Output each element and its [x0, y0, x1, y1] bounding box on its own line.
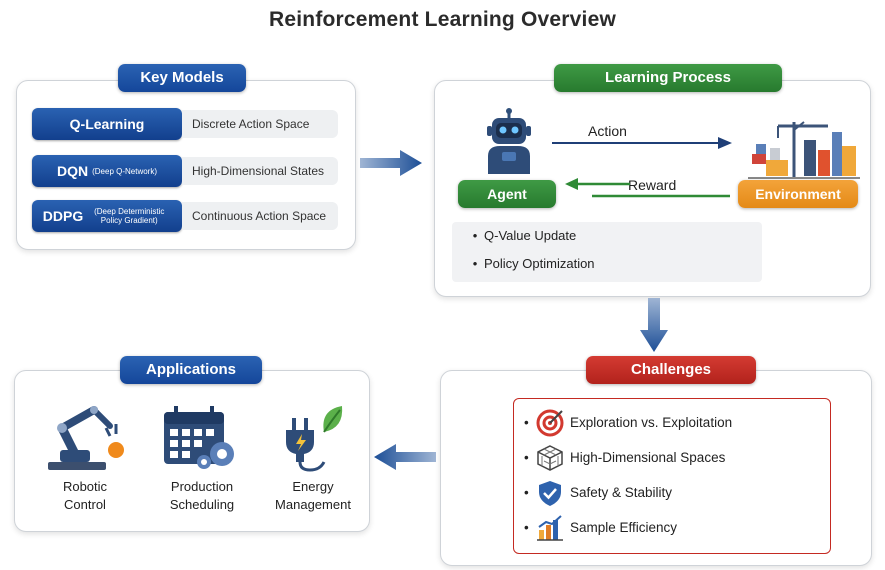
- bullet-policy-optimization: •Policy Optimization: [472, 256, 595, 271]
- robotic-arm-icon: [48, 406, 124, 470]
- model-description: Continuous Action Space: [182, 202, 338, 230]
- model-name: DQN (Deep Q-Network): [32, 155, 182, 187]
- learning-process-header: Learning Process: [554, 64, 782, 92]
- model-description: High-Dimensional States: [182, 157, 338, 185]
- action-label: Action: [588, 123, 627, 139]
- model-row-q-learning: Q-Learning Discrete Action Space: [32, 108, 338, 140]
- model-row-dqn: DQN (Deep Q-Network) High-Dimensional St…: [32, 155, 338, 187]
- challenges-box: [513, 398, 831, 554]
- calendar-gear-icon: [164, 406, 234, 469]
- challenge-item: • High-Dimensional Spaces: [524, 440, 824, 475]
- robot-icon: [487, 108, 531, 174]
- learning-bullets: •Q-Value Update •Policy Optimization: [452, 222, 762, 282]
- action-arrow-icon: [552, 137, 732, 149]
- bar-chart-icon: [537, 514, 563, 541]
- environment-icon: [748, 121, 860, 179]
- model-detail: (Deep Q-Network): [92, 166, 158, 176]
- model-row-ddpg: DDPG (Deep Deterministic Policy Gradient…: [32, 200, 338, 232]
- model-detail: (Deep Deterministic Policy Gradient): [94, 207, 165, 225]
- key-models-header: Key Models: [118, 64, 246, 92]
- model-name: DDPG (Deep Deterministic Policy Gradient…: [32, 200, 182, 232]
- challenge-item: • Exploration vs. Exploitation: [524, 405, 824, 440]
- reward-line: [592, 194, 730, 198]
- bullet-q-value-update: •Q-Value Update: [472, 228, 577, 243]
- application-energy-management: Energy Management: [275, 479, 351, 512]
- arrow-left-icon: [374, 444, 436, 470]
- reward-label: Reward: [628, 177, 677, 193]
- arrow-right-icon: [360, 150, 422, 176]
- agent-label: Agent: [458, 180, 556, 208]
- energy-plug-leaf-icon: [286, 406, 343, 472]
- challenge-item: • Safety & Stability: [524, 475, 824, 510]
- challenge-item: • Sample Efficiency: [524, 510, 824, 545]
- challenges-header: Challenges: [586, 356, 756, 384]
- application-production-scheduling: Production Scheduling: [169, 479, 235, 512]
- application-robotic-control: Robotic Control: [62, 479, 108, 512]
- applications-header: Applications: [120, 356, 262, 384]
- cube-grid-icon: [537, 444, 563, 471]
- page-title: Reinforcement Learning Overview: [269, 8, 616, 31]
- arrow-down-icon: [640, 298, 668, 352]
- model-description: Discrete Action Space: [182, 110, 338, 138]
- target-icon: [536, 409, 564, 436]
- shield-check-icon: [539, 480, 561, 506]
- challenges-panel: [440, 370, 872, 566]
- environment-label: Environment: [738, 180, 858, 208]
- reward-arrow-icon: [565, 178, 630, 190]
- challenges-list: • Exploration vs. Exploitation • High-Di…: [524, 405, 824, 545]
- model-name: Q-Learning: [32, 108, 182, 140]
